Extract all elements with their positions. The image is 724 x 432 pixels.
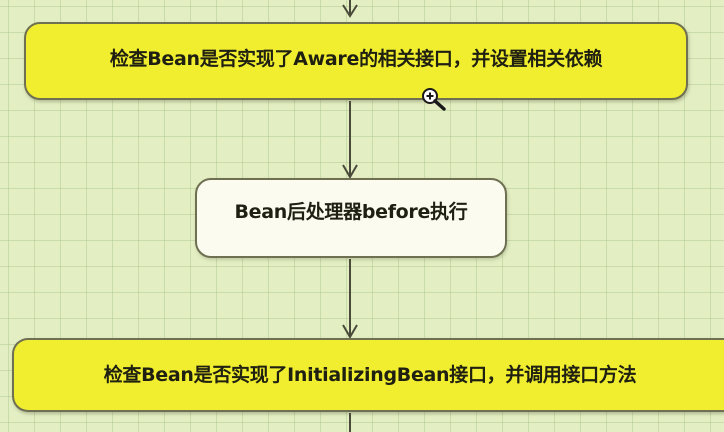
edge-before-to-init	[342, 259, 358, 339]
node-label: Bean后处理器before执行	[234, 200, 468, 223]
node-check-aware-interfaces[interactable]: 检查Bean是否实现了Aware的相关接口，并设置相关依赖	[24, 22, 688, 100]
node-label: 检查Bean是否实现了InitializingBean接口，并调用接口方法	[103, 363, 637, 386]
zoom-in-cursor-icon	[422, 88, 446, 111]
node-check-initializingbean[interactable]: 检查Bean是否实现了InitializingBean接口，并调用接口方法	[12, 338, 724, 412]
edge-aware-to-before	[342, 101, 358, 179]
edge-top-to-aware	[342, 0, 358, 18]
node-post-processor-before[interactable]: Bean后处理器before执行	[195, 178, 507, 258]
node-label: 检查Bean是否实现了Aware的相关接口，并设置相关依赖	[109, 47, 603, 70]
